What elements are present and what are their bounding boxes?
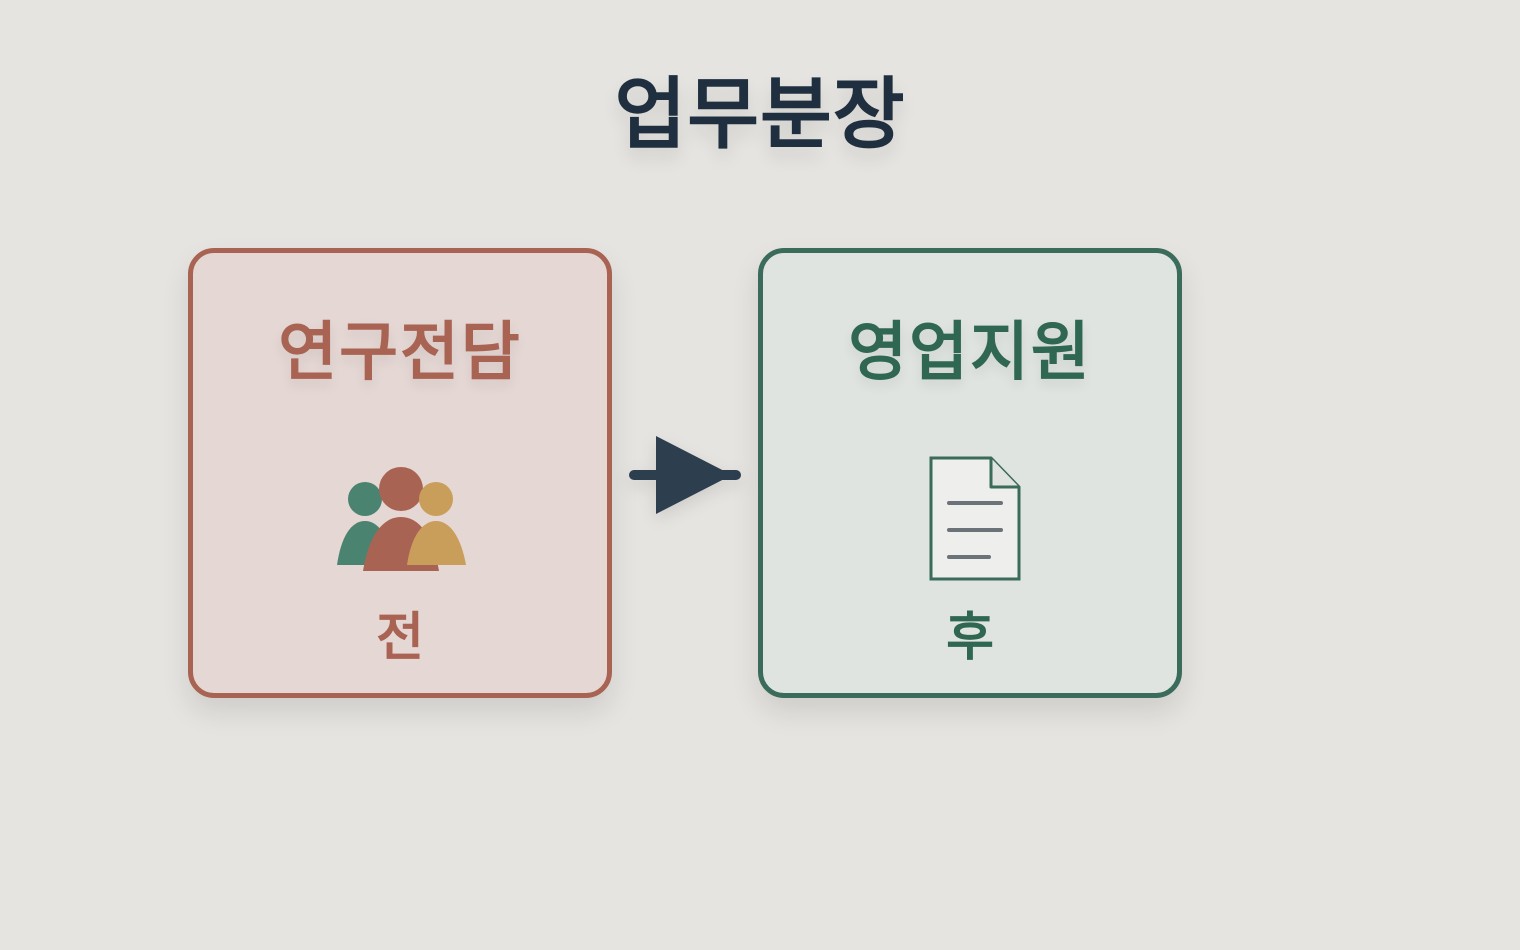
before-caption: 전	[376, 608, 424, 668]
after-card: 영업지원 후	[758, 248, 1182, 698]
after-caption: 후	[946, 608, 994, 668]
arrow-right-icon	[629, 436, 741, 514]
before-card: 연구전담 전	[188, 248, 612, 698]
before-role-label: 연구전담	[278, 316, 522, 390]
document-icon	[929, 456, 1021, 581]
people-group-icon	[337, 467, 466, 571]
page-title: 업무분장	[614, 70, 906, 160]
after-role-label: 영업지원	[848, 316, 1092, 390]
